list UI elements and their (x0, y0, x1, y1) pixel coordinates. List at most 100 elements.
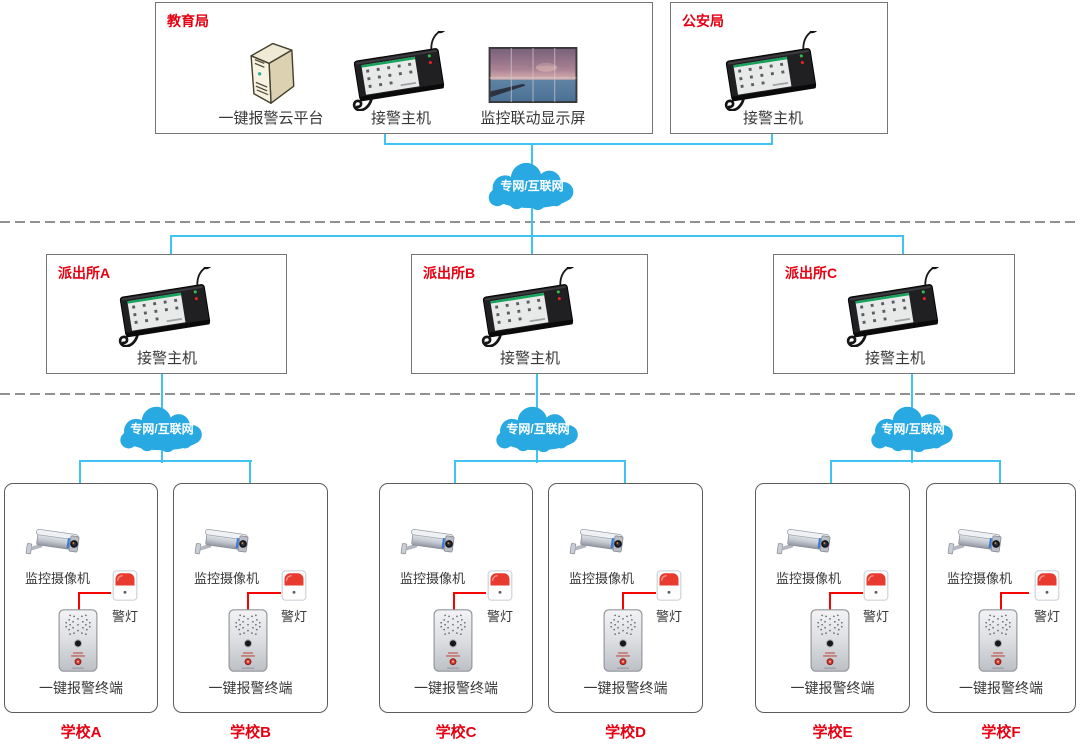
cloud-label: 专网/互联网 (881, 422, 945, 436)
alarm-host-label: 接警主机 (742, 110, 804, 127)
alarm-wire (453, 592, 486, 594)
connector (454, 460, 456, 484)
alarm-host-label: 接警主机 (864, 350, 926, 367)
connector (384, 143, 773, 145)
camera-icon (24, 528, 86, 561)
alarm-wire (78, 592, 111, 594)
terminal-label: 一键报警终端 (959, 680, 1043, 696)
cloud-label: 专网/互联网 (130, 422, 194, 436)
school-d-name: 学校D (605, 724, 646, 741)
video-wall-label: 监控联动显示屏 (480, 110, 586, 127)
alarm-wire (78, 592, 80, 610)
alarm-terminal-icon (433, 609, 473, 672)
school-c-name: 学校C (435, 724, 477, 741)
school-c-box: 监控摄像机 警灯 一键报警终端 (379, 483, 533, 713)
terminal-label: 一键报警终端 (790, 680, 875, 696)
alarm-beacon-icon (487, 570, 513, 601)
camera-label: 监控摄像机 (776, 571, 842, 586)
connector (79, 460, 252, 462)
camera-icon (775, 528, 837, 561)
school-f-box: 监控摄像机 警灯 一键报警终端 (926, 483, 1076, 713)
alarm-terminal-icon (978, 609, 1018, 672)
alarm-beacon-icon (112, 570, 138, 601)
alarm-wire (453, 592, 455, 610)
alarm-host-label: 接警主机 (499, 350, 561, 367)
school-a-box: 监控摄像机 警灯 一键报警终端 (4, 483, 158, 713)
connector (830, 460, 1001, 462)
alarm-wire (829, 592, 831, 610)
connector (384, 133, 386, 144)
terminal-label: 一键报警终端 (583, 680, 668, 696)
connector (170, 235, 172, 255)
connector (454, 460, 626, 462)
connector (79, 460, 81, 484)
alarm-terminal-icon (228, 609, 268, 672)
alarm-beacon-icon (281, 570, 307, 601)
separator-bottom (0, 393, 1080, 395)
police-a-title: 派出所A (58, 265, 111, 281)
connector (999, 460, 1001, 484)
connector (170, 235, 904, 237)
police-b-box: 派出所B 接警主机 (411, 254, 648, 374)
school-b-name: 学校B (230, 724, 271, 741)
alarm-beacon-icon (656, 570, 682, 601)
edu-bureau-box: 教育局 一键报警云平台 接警主机 监控联动显示屏 (155, 2, 653, 134)
camera-icon (946, 528, 1008, 561)
alarm-host-icon (717, 31, 829, 111)
police-b-title: 派出所B (423, 265, 476, 281)
alarm-wire (622, 592, 624, 610)
connector (902, 235, 904, 255)
cloud-main: 专网/互联网 (482, 159, 582, 213)
psb-box: 公安局 接警主机 (670, 2, 888, 134)
beacon-label: 警灯 (1033, 609, 1060, 624)
alarm-wire (247, 592, 281, 594)
police-a-box: 派出所A 接警主机 (46, 254, 287, 374)
camera-label: 监控摄像机 (25, 571, 91, 586)
edu-bureau-title: 教育局 (167, 13, 209, 29)
police-c-box: 派出所C 接警主机 (773, 254, 1015, 374)
beacon-label: 警灯 (280, 609, 307, 624)
police-c-title: 派出所C (785, 265, 838, 281)
alarm-beacon-icon (863, 570, 889, 601)
school-d-box: 监控摄像机 警灯 一键报警终端 (548, 483, 703, 713)
alarm-wire (1000, 592, 1029, 594)
server-icon (244, 35, 298, 107)
school-e-name: 学校E (812, 724, 853, 741)
alarm-beacon-icon (1034, 570, 1060, 601)
connector (771, 133, 773, 144)
alarm-host-label: 接警主机 (370, 110, 432, 127)
connector (249, 460, 251, 484)
school-f-name: 学校F (981, 724, 1021, 741)
cloud-c: 专网/互联网 (863, 404, 963, 454)
camera-icon (568, 528, 630, 561)
server-label: 一键报警云平台 (218, 110, 324, 127)
school-a-name: 学校A (60, 724, 102, 741)
camera-label: 监控摄像机 (569, 571, 635, 586)
alarm-wire (247, 592, 249, 610)
alarm-host-icon (111, 267, 223, 347)
alarm-wire (622, 592, 656, 594)
psb-title: 公安局 (682, 13, 724, 29)
alarm-host-icon (474, 267, 586, 347)
beacon-label: 警灯 (486, 609, 513, 624)
connector (830, 460, 832, 484)
beacon-label: 警灯 (111, 609, 138, 624)
alarm-wire (1000, 592, 1002, 610)
cloud-label: 专网/互联网 (500, 179, 564, 193)
connector (624, 460, 626, 484)
school-e-box: 监控摄像机 警灯 一键报警终端 (755, 483, 910, 713)
separator-top (0, 221, 1080, 223)
video-wall-icon (488, 47, 578, 103)
camera-icon (193, 528, 255, 561)
school-b-box: 监控摄像机 警灯 一键报警终端 (173, 483, 328, 713)
terminal-label: 一键报警终端 (39, 680, 123, 696)
camera-label: 监控摄像机 (400, 571, 466, 586)
cloud-b: 专网/互联网 (488, 404, 588, 454)
camera-icon (399, 528, 461, 561)
alarm-terminal-icon (58, 609, 98, 672)
alarm-host-icon (839, 267, 951, 347)
alarm-wire (829, 592, 863, 594)
cloud-a: 专网/互联网 (112, 404, 212, 454)
terminal-label: 一键报警终端 (208, 680, 293, 696)
